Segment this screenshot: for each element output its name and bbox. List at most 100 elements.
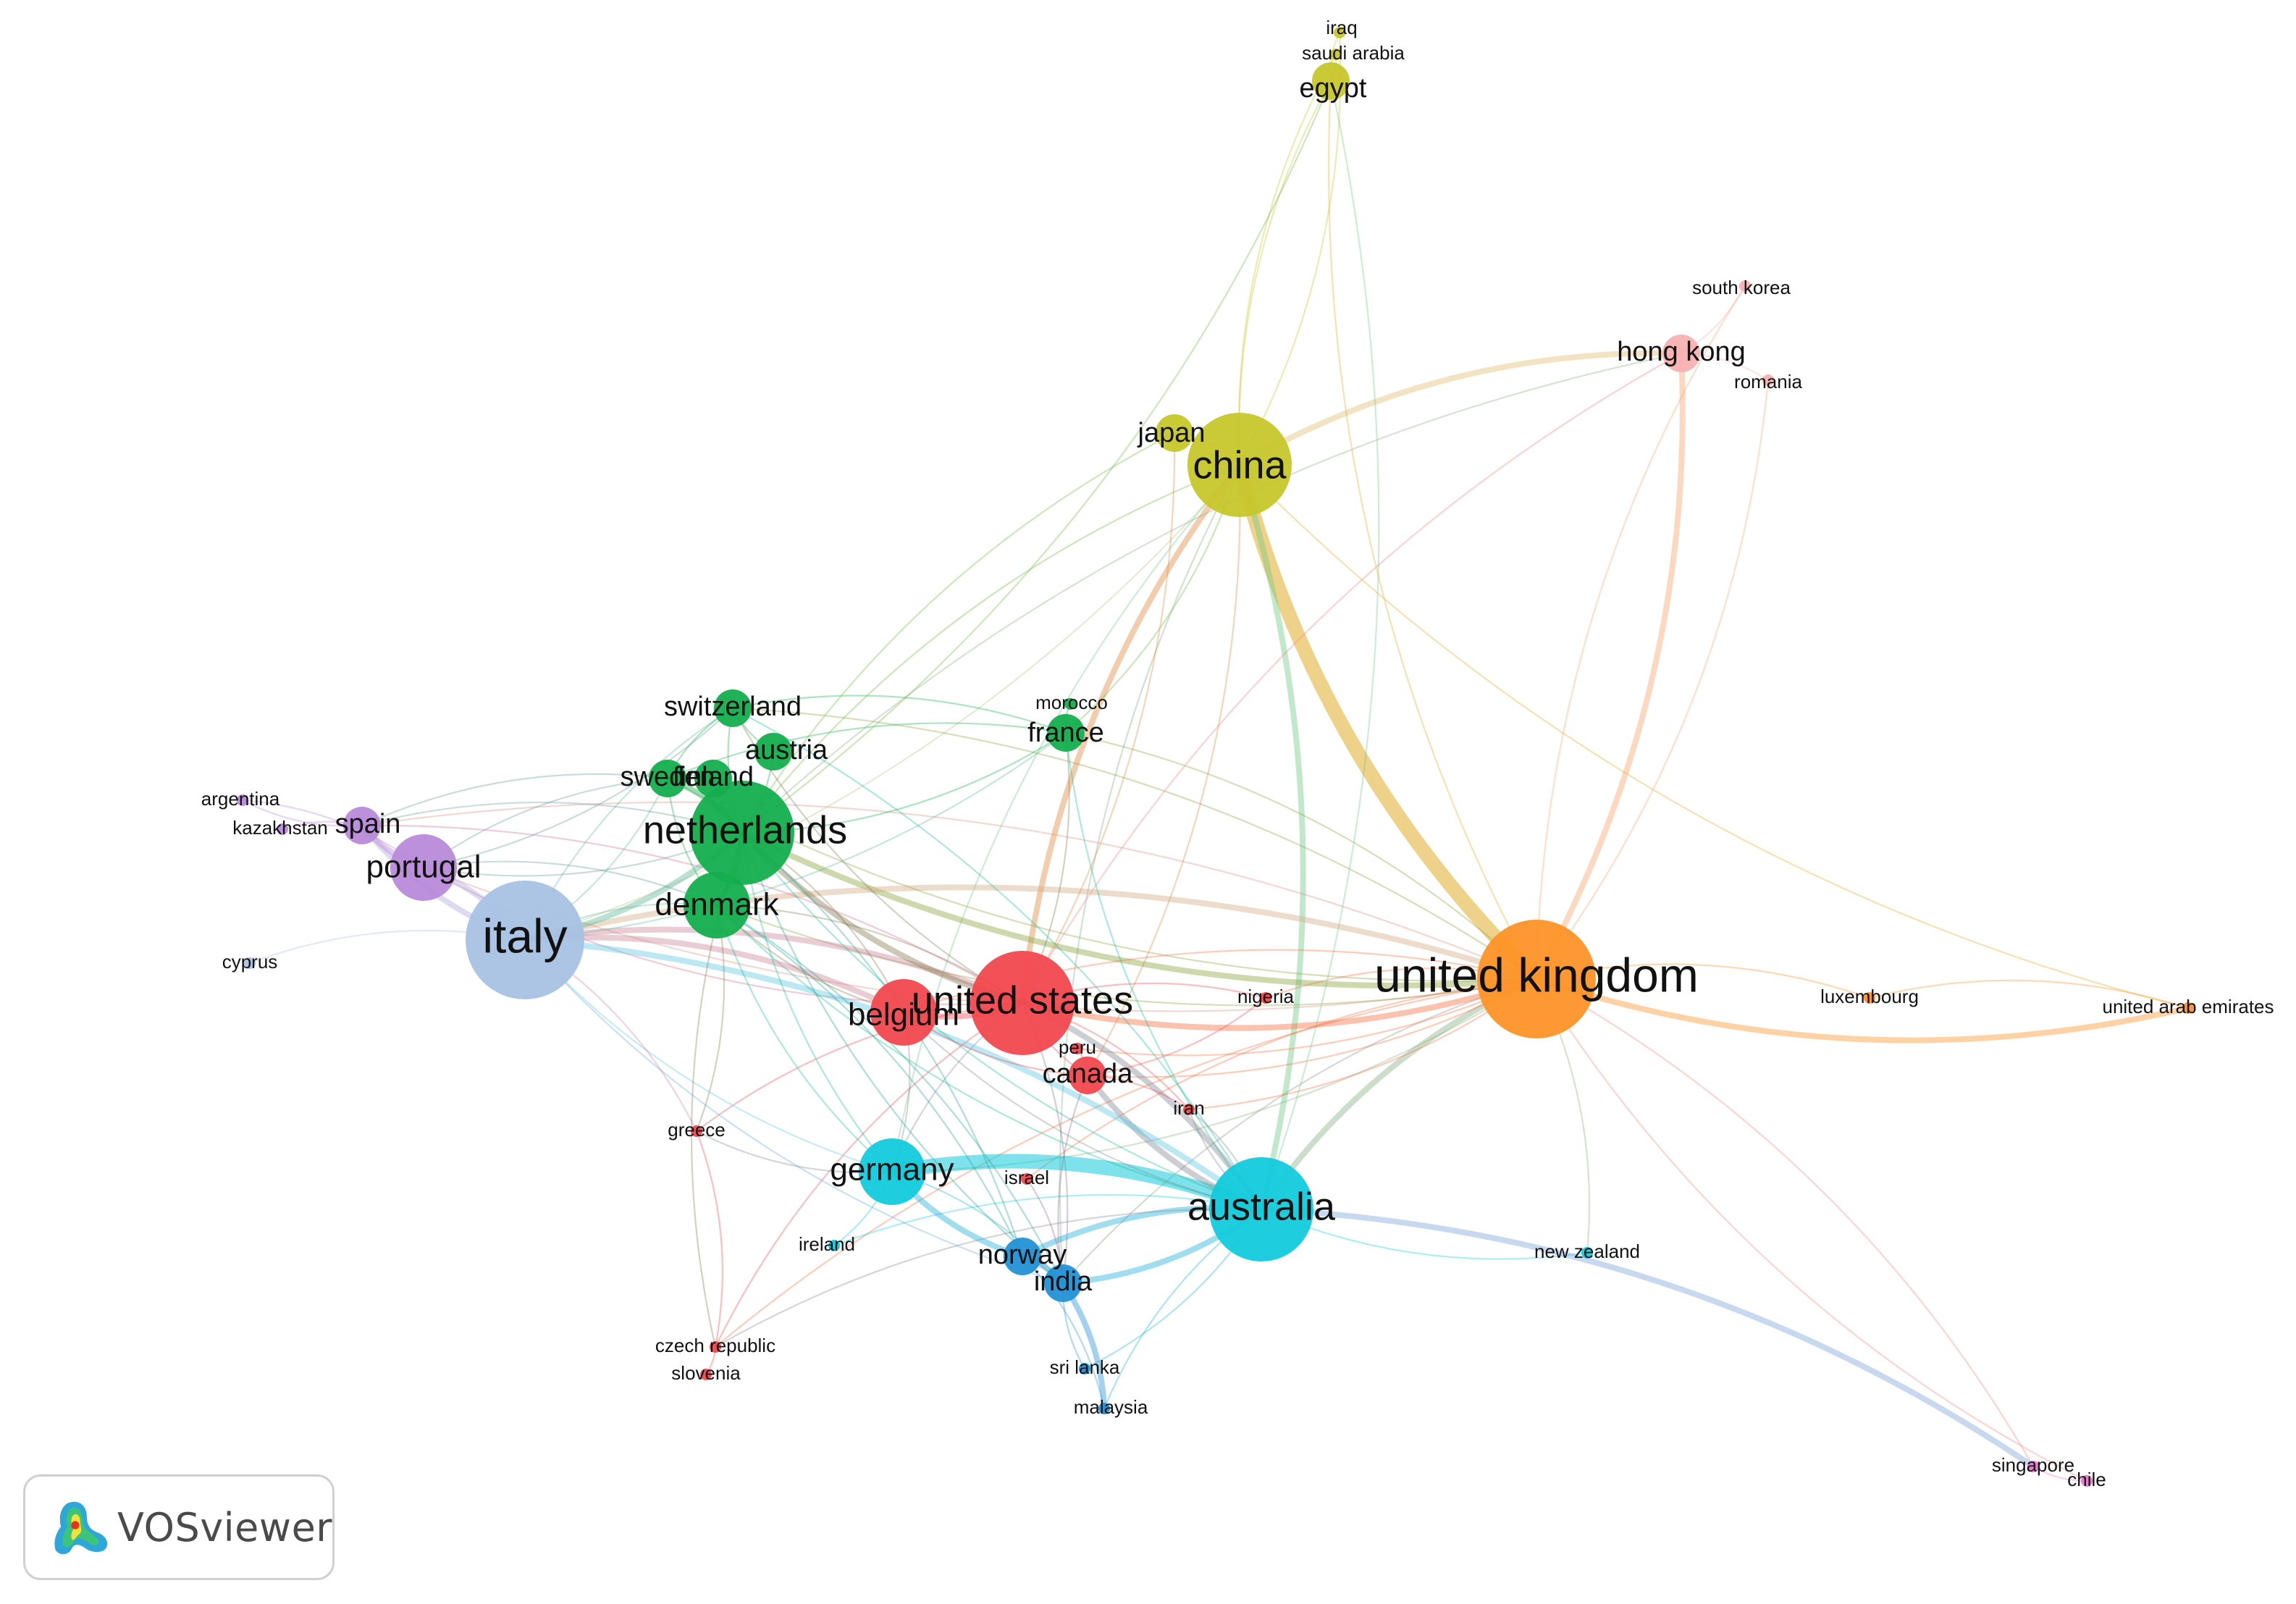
node-austria[interactable] [754,733,792,770]
node-label-finland: finland [673,762,754,792]
link-united_states-czech_republic [714,1002,1024,1348]
node-morocco[interactable] [1064,698,1076,710]
node-greece[interactable] [691,1125,702,1137]
node-label-united-arab-emirates: united arab emirates [2102,996,2274,1017]
node-germany[interactable] [859,1138,925,1205]
link-netherlands-spain [361,801,744,834]
link-united_kingdom-chile [1535,978,2088,1482]
node-united-kingdom[interactable] [1477,920,1596,1038]
node-belgium[interactable] [870,979,937,1046]
node-egypt[interactable] [1312,62,1350,100]
link-united_kingdom-czech_republic [714,978,1538,1348]
node-south-korea[interactable] [1739,280,1751,292]
link-italy-germany [523,939,893,1173]
node-luxembourg[interactable] [1864,992,1875,1004]
node-sri-lanka[interactable] [1079,1363,1090,1374]
node-label-norway: norway [978,1240,1067,1270]
node-new-zealand[interactable] [1581,1247,1593,1259]
node-label-morocco: morocco [1035,692,1108,713]
link-australia-netherlands [741,831,1263,1211]
node-netherlands[interactable] [690,781,794,885]
node-chile[interactable] [2081,1475,2093,1487]
node-label-peru: peru [1059,1036,1096,1058]
node-portugal[interactable] [390,834,457,901]
link-united_kingdom-romania [1535,379,1770,981]
link-australia-germany [885,1154,1269,1217]
node-malaysia[interactable] [1098,1403,1110,1414]
node-label-nigeria: nigeria [1237,986,1295,1007]
node-israel[interactable] [1021,1173,1033,1185]
node-norway[interactable] [1004,1238,1041,1275]
node-china[interactable] [1187,413,1292,517]
node-czech-republic[interactable] [710,1341,721,1353]
node-australia[interactable] [1209,1157,1313,1261]
node-label-portugal: portugal [366,849,481,885]
node-label-ireland: ireland [799,1233,855,1255]
link-china-united_states [1019,462,1242,1006]
node-ireland[interactable] [828,1240,840,1251]
node-italy[interactable] [466,881,584,999]
node-label-sri-lanka: sri lanka [1050,1356,1120,1378]
node-saudi-arabia[interactable] [1330,49,1342,60]
node-spain[interactable] [343,807,381,844]
node-label-czech-republic: czech republic [655,1335,775,1356]
node-japan[interactable] [1156,414,1193,452]
link-china-netherlands [741,463,1241,834]
link-china-egypt [1238,80,1332,466]
node-argentina[interactable] [237,794,248,806]
node-label-iran: iran [1173,1097,1204,1119]
link-sweden-france [666,722,1067,780]
link-hong_kong-netherlands [741,352,1683,834]
link-united_kingdom-france [1064,731,1538,981]
vosviewer-logo-icon [54,1501,108,1555]
link-greece-denmark [695,904,726,1133]
node-finland[interactable] [694,760,732,797]
link-australia-singapore [1258,1206,2036,1469]
link-united_states-italy [522,926,1025,1006]
node-switzerland[interactable] [714,689,752,727]
node-hong-kong[interactable] [1662,335,1700,372]
node-iran[interactable] [1183,1104,1195,1115]
node-iraq[interactable] [1334,27,1345,38]
link-netherlands-germany [741,831,893,1173]
node-label-argentina: argentina [201,788,280,810]
node-united-states[interactable] [970,951,1075,1055]
node-label-egypt: egypt [1300,73,1367,104]
node-label-united-states: united states [912,978,1133,1022]
node-label-saudi-arabia: saudi arabia [1302,42,1405,64]
node-cyprus[interactable] [244,957,256,969]
node-sweden[interactable] [649,760,686,797]
link-united_states-hong_kong [1021,352,1683,1004]
node-nigeria[interactable] [1260,992,1271,1004]
node-india[interactable] [1044,1264,1082,1302]
node-label-new-zealand: new zealand [1534,1240,1640,1262]
link-egypt-netherlands [741,80,1332,834]
node-singapore[interactable] [2027,1461,2039,1472]
link-united_kingdom-canada [1086,978,1538,1078]
link-united_kingdom-south_korea [1535,285,1746,981]
node-romania[interactable] [1762,374,1774,386]
node-label-chile: chile [2067,1469,2106,1490]
node-denmark[interactable] [684,872,750,939]
node-slovenia[interactable] [700,1369,712,1380]
node-label-kazakhstan: kazakhstan [232,817,328,839]
vosviewer-logo-badge[interactable]: VOSviewer [23,1474,335,1580]
link-united_kingdom-israel [1025,978,1538,1180]
node-label-switzerland: switzerland [664,692,802,722]
node-label-cyprus: cyprus [222,951,278,973]
link-norway-malaysia [1021,1255,1106,1410]
link-portugal-switzerland [422,707,734,869]
link-india-canada [1057,1074,1089,1285]
node-canada[interactable] [1069,1057,1106,1094]
link-australia-belgium [902,1011,1263,1211]
node-label-israel: israel [1004,1167,1049,1188]
link-united_kingdom-india [1061,978,1538,1285]
node-peru[interactable] [1072,1043,1083,1054]
node-kazakhstan[interactable] [277,823,288,835]
node-label-belgium: belgium [848,997,959,1033]
link-netherlands-india [741,831,1064,1285]
node-united-arab-emirates[interactable] [2182,1002,2194,1014]
node-france[interactable] [1047,714,1085,752]
